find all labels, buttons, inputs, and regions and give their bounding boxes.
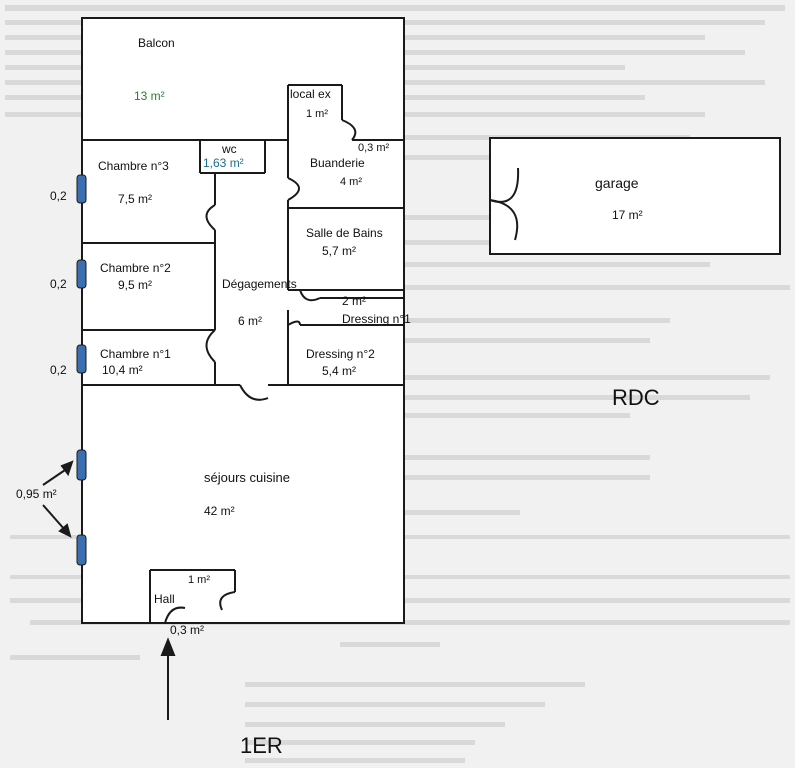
garage-area: 17 m² (612, 208, 643, 222)
balcon-name: Balcon (138, 36, 175, 50)
dressing2-area: 5,4 m² (322, 364, 356, 378)
chambre2-name: Chambre n°2 (100, 261, 171, 275)
chambre1-name: Chambre n°1 (100, 347, 171, 361)
sejour-area: 42 m² (204, 504, 235, 518)
buanderie-small-area: 0,3 m² (358, 142, 390, 154)
window-chambre1 (76, 344, 87, 374)
chambre3-name: Chambre n°3 (98, 159, 169, 173)
window-sejour-1 (76, 449, 87, 481)
level-rdc: RDC (612, 385, 660, 410)
chambre1-area: 10,4 m² (102, 363, 143, 377)
window-sejour-2 (76, 534, 87, 566)
arrows (42, 460, 176, 720)
buanderie-area: 4 m² (340, 176, 362, 188)
degagements-area: 6 m² (238, 314, 262, 328)
wc-name: wc (221, 142, 237, 156)
hall-area: 1 m² (188, 574, 210, 586)
hall-name: Hall (154, 592, 175, 606)
window-label-3: 0,2 (50, 363, 67, 377)
salle-de-bains-name: Salle de Bains (306, 226, 383, 240)
entry-area: 0,3 m² (170, 623, 204, 637)
chambre3-area: 7,5 m² (118, 192, 152, 206)
balcon-area: 13 m² (134, 89, 165, 103)
dressing1-name: Dressing n°1 (342, 312, 411, 326)
entrance-arrow (160, 637, 176, 656)
garage (489, 137, 781, 255)
window-label-4: 0,95 m² (16, 487, 57, 501)
degagements-name: Dégagements (222, 277, 297, 291)
level-first: 1ER (240, 733, 283, 758)
wc-area: 1,63 m² (203, 156, 244, 170)
salle-de-bains-area: 5,7 m² (322, 244, 356, 258)
dressing1-area: 2 m² (342, 294, 366, 308)
window-label-1: 0,2 (50, 189, 67, 203)
local-ex-area: 1 m² (306, 108, 328, 120)
dressing2-name: Dressing n°2 (306, 347, 375, 361)
buanderie-name: Buanderie (310, 156, 365, 170)
chambre2-area: 9,5 m² (118, 278, 152, 292)
local-ex-name: local ex (290, 87, 331, 101)
garage-name: garage (595, 175, 639, 191)
walls (81, 17, 405, 624)
window-label-2: 0,2 (50, 277, 67, 291)
window-chambre2 (76, 259, 87, 289)
window-chambre3 (76, 174, 87, 204)
windows (76, 174, 87, 566)
sejour-name: séjours cuisine (204, 470, 290, 485)
